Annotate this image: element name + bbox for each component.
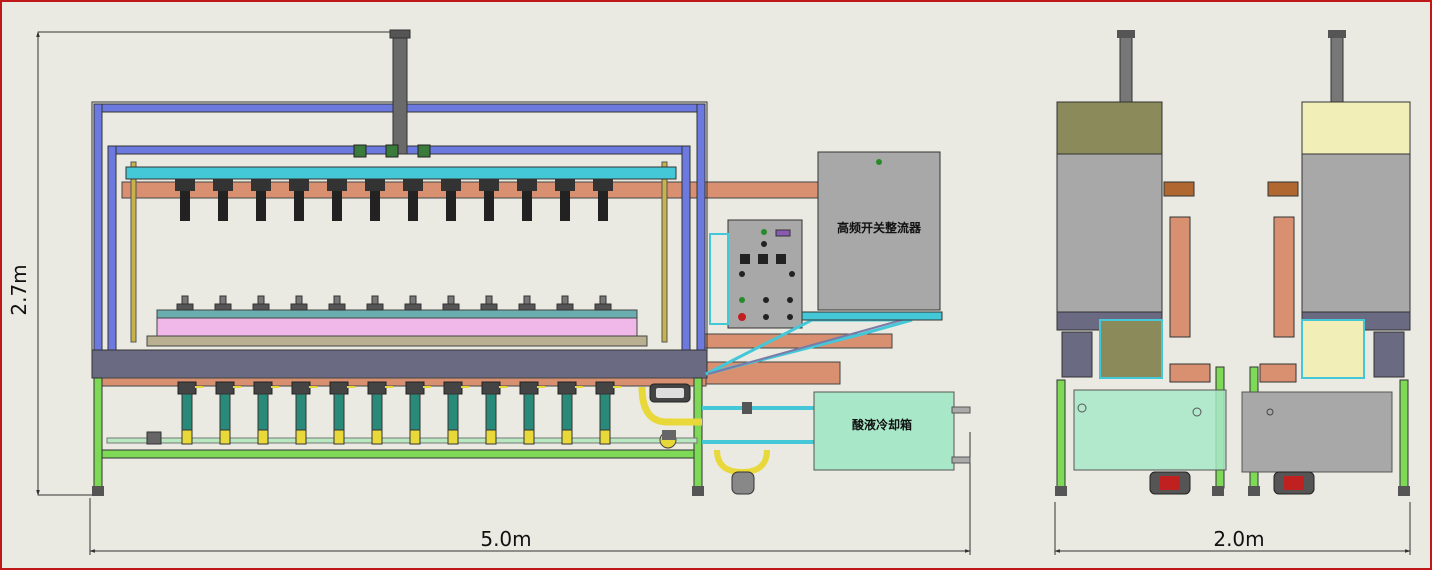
upper-electrode (517, 179, 537, 221)
upper-electrode (479, 179, 499, 221)
drain-pipe (367, 381, 393, 445)
drain-pipe (595, 381, 621, 445)
side-view-right (1241, 30, 1411, 496)
tray-lip (156, 309, 638, 319)
lower-electrode (290, 295, 308, 311)
upper-electrode (365, 179, 385, 221)
height-label: 2.7m (7, 264, 31, 315)
width-label: 5.0m (480, 527, 531, 551)
tray-base (146, 335, 648, 347)
upper-electrode (593, 179, 613, 221)
electrode-rail (125, 166, 677, 180)
lower-electrode-group (176, 295, 612, 311)
drain-pipe (253, 381, 279, 445)
power-supply-label: 高频开关整流器 (837, 220, 922, 235)
guide-rod-right (661, 161, 668, 343)
drain-pipe-group (177, 381, 621, 445)
front-view: 高频开关整流器 酸液冷却箱 (91, 29, 971, 496)
side-a-cabinet (1056, 153, 1163, 313)
lower-electrode (252, 295, 270, 311)
guide-block-right (417, 144, 431, 158)
lower-electrode (176, 295, 194, 311)
green-stand (92, 377, 704, 496)
width-dimension: 5.0m (89, 432, 971, 555)
mid-beam (701, 333, 893, 349)
depth-label: 2.0m (1213, 527, 1264, 551)
upper-electrode (403, 179, 423, 221)
drain-pipe (177, 381, 203, 445)
lift-cylinder (389, 29, 411, 155)
upper-electrode (213, 179, 233, 221)
side-a-top-block (1056, 101, 1163, 155)
lower-electrode (480, 295, 498, 311)
guide-block-left (353, 144, 367, 158)
lower-electrode (594, 295, 612, 311)
drain-pipe (329, 381, 355, 445)
cooling-tank-label: 酸液冷却箱 (852, 417, 912, 432)
lower-electrode (518, 295, 536, 311)
drain-pipe (481, 381, 507, 445)
lower-electrode (328, 295, 346, 311)
upper-electrode (555, 179, 575, 221)
upper-electrode (289, 179, 309, 221)
drain-valve (146, 431, 162, 445)
lower-electrode (404, 295, 422, 311)
side-b-cooling-tank (1241, 391, 1393, 473)
side-b-cabinet (1301, 153, 1411, 313)
upper-electrode (175, 179, 195, 221)
height-dimension: 2.7m (7, 31, 394, 496)
drain-pipe (215, 381, 241, 445)
guide-block-mid (385, 144, 399, 158)
lower-electrode (556, 295, 574, 311)
upper-electrode (441, 179, 461, 221)
drain-pipe (443, 381, 469, 445)
upper-electrode (251, 179, 271, 221)
drain-pipe (557, 381, 583, 445)
main-bed (91, 349, 708, 379)
upper-electrode-group (175, 179, 613, 221)
drain-pipe (291, 381, 317, 445)
drain-pipe (405, 381, 431, 445)
control-panel (709, 219, 803, 329)
lower-electrode (366, 295, 384, 311)
lower-electrode (214, 295, 232, 311)
side-a-cooling-tank (1073, 389, 1227, 471)
drain-pipe (519, 381, 545, 445)
upper-electrode (327, 179, 347, 221)
lower-electrode (442, 295, 460, 311)
cooling-piping (638, 383, 814, 495)
depth-dimension: 2.0m (1054, 502, 1411, 555)
guide-rod-left (130, 161, 137, 343)
side-b-top-block (1301, 101, 1411, 155)
side-view-left (1055, 30, 1227, 496)
power-supply-cabinet: 高频开关整流器 (705, 151, 943, 376)
cooling-tank: 酸液冷却箱 (813, 391, 971, 471)
